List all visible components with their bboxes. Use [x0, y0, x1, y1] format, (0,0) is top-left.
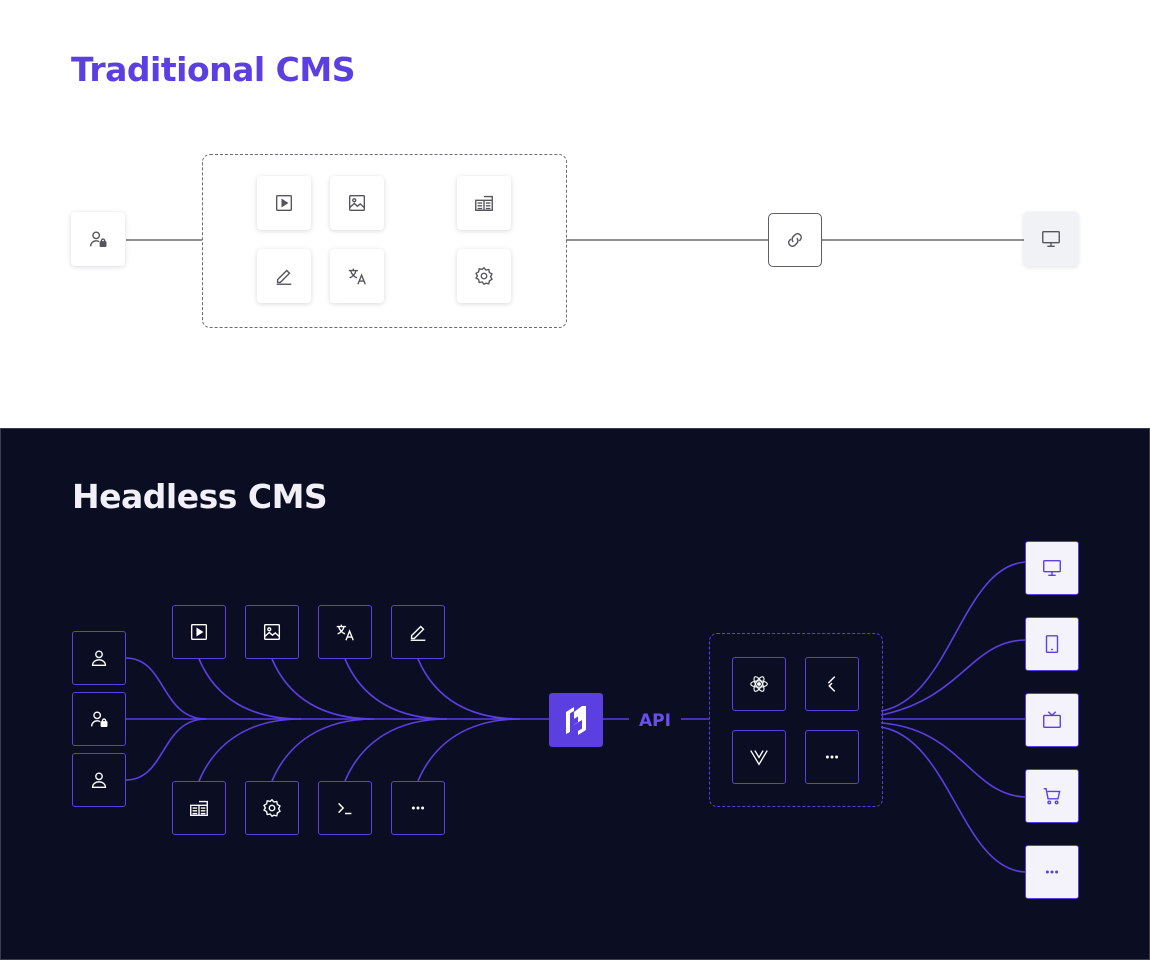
traditional-cms-title: Traditional CMS: [71, 50, 356, 89]
terminal-icon: [318, 781, 372, 835]
image-icon: [330, 176, 384, 230]
hygraph-logo-icon: [549, 693, 603, 747]
headless-cms-section: Headless CMS: [0, 428, 1150, 960]
translate-icon: [330, 249, 384, 303]
image-icon: [245, 605, 299, 659]
layout-icon: [172, 781, 226, 835]
monitor-icon: [1025, 541, 1079, 595]
edit-icon: [391, 605, 445, 659]
user-lock-icon: [71, 212, 125, 266]
traditional-cms-box: [202, 154, 567, 328]
traditional-cms-section: Traditional CMS: [0, 0, 1150, 428]
user-icon: [72, 753, 126, 807]
traditional-connectors: [126, 239, 1024, 241]
settings-icon: [457, 249, 511, 303]
translate-icon: [318, 605, 372, 659]
edit-icon: [257, 249, 311, 303]
video-icon: [172, 605, 226, 659]
flutter-icon: [805, 657, 859, 711]
user-icon: [72, 631, 126, 685]
video-icon: [257, 176, 311, 230]
more-icon: [805, 730, 859, 784]
tablet-icon: [1025, 617, 1079, 671]
headless-cms-title: Headless CMS: [72, 477, 328, 516]
more-icon: [1025, 845, 1079, 899]
frameworks-box: [709, 633, 883, 807]
link-icon: [768, 213, 822, 267]
cart-icon: [1025, 769, 1079, 823]
api-label: API: [639, 711, 671, 731]
headless-connectors: [125, 561, 1026, 873]
vue-icon: [732, 730, 786, 784]
tv-icon: [1025, 693, 1079, 747]
react-icon: [732, 657, 786, 711]
user-lock-icon: [72, 692, 126, 746]
layout-icon: [457, 176, 511, 230]
monitor-icon: [1024, 212, 1078, 266]
settings-icon: [245, 781, 299, 835]
more-icon: [391, 781, 445, 835]
